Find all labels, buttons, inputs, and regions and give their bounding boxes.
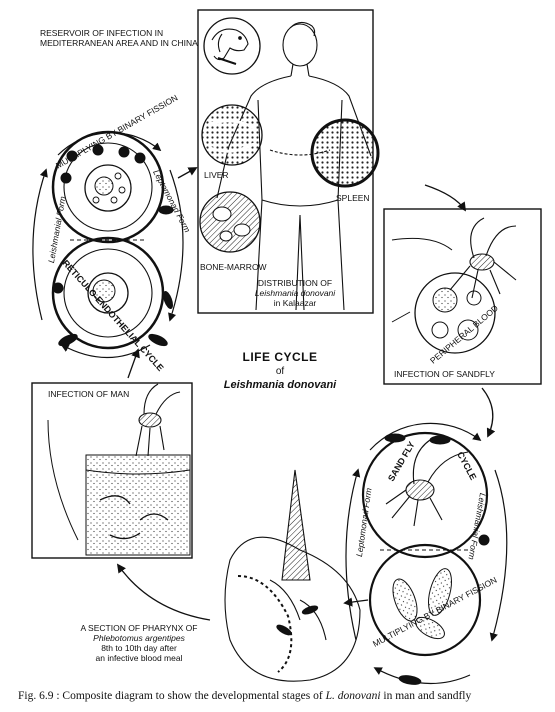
pharynx-label-line2: Phlebotomus argentipes bbox=[93, 633, 185, 643]
pharynx-section bbox=[224, 469, 361, 682]
infected-macrophage-top bbox=[84, 164, 132, 212]
figure-caption: Fig. 6.9 : Composite diagram to show the… bbox=[18, 690, 548, 702]
distribution-label-line2: Leishmania donovani bbox=[254, 288, 336, 298]
sandfly-large-icon bbox=[385, 439, 469, 527]
distribution-label-line3: in Kalaazar bbox=[273, 298, 317, 308]
sandfly-icon bbox=[449, 217, 517, 299]
dog-reservoir bbox=[203, 17, 261, 75]
pharynx-label-line4: an infective blood meal bbox=[95, 653, 183, 663]
macrophage-bottom bbox=[87, 272, 129, 314]
dog-icon bbox=[211, 28, 249, 65]
caption-species: L. donovani bbox=[325, 690, 381, 702]
sandfly-cycle bbox=[345, 422, 508, 685]
man-infection-panel bbox=[31, 382, 193, 559]
spleen-label: SPLEEN bbox=[336, 193, 370, 203]
liver-label: LIVER bbox=[204, 170, 229, 180]
life-cycle-title-line3: Leishmania donovani bbox=[223, 379, 337, 391]
life-cycle-title-line1: LIFE CYCLE bbox=[242, 350, 318, 364]
sandfly-biting-icon bbox=[135, 383, 181, 457]
distribution-label-line1: DISTRIBUTION OF bbox=[257, 278, 333, 288]
pharynx-label-line1: A SECTION OF PHARYNX OF bbox=[80, 623, 198, 633]
liver-tissue bbox=[201, 104, 263, 166]
bone-marrow-tissue bbox=[199, 191, 261, 253]
pharynx-label-line3: 8th to 10th day after bbox=[101, 643, 177, 653]
reservoir-label-line1: RESERVOIR OF INFECTION IN bbox=[40, 28, 164, 38]
reticulo-endothelial-cycle bbox=[32, 130, 184, 359]
caption-suffix: in man and sandfly bbox=[380, 690, 472, 702]
infection-sandfly-label: INFECTION OF SANDFLY bbox=[394, 369, 495, 379]
sandfly-infection-panel bbox=[383, 208, 542, 385]
reservoir-label-line2: MEDITERRANEAN AREA AND IN CHINA bbox=[40, 38, 198, 48]
cycle-arrows bbox=[116, 167, 496, 621]
life-cycle-title-line2: of bbox=[275, 366, 285, 377]
bone-marrow-label: BONE-MARROW bbox=[200, 262, 267, 272]
human-figure bbox=[216, 21, 372, 311]
human-distribution-panel bbox=[197, 9, 380, 314]
infection-man-label: INFECTION OF MAN bbox=[48, 389, 130, 399]
caption-prefix: Fig. 6.9 : Composite diagram to show the… bbox=[18, 690, 326, 702]
